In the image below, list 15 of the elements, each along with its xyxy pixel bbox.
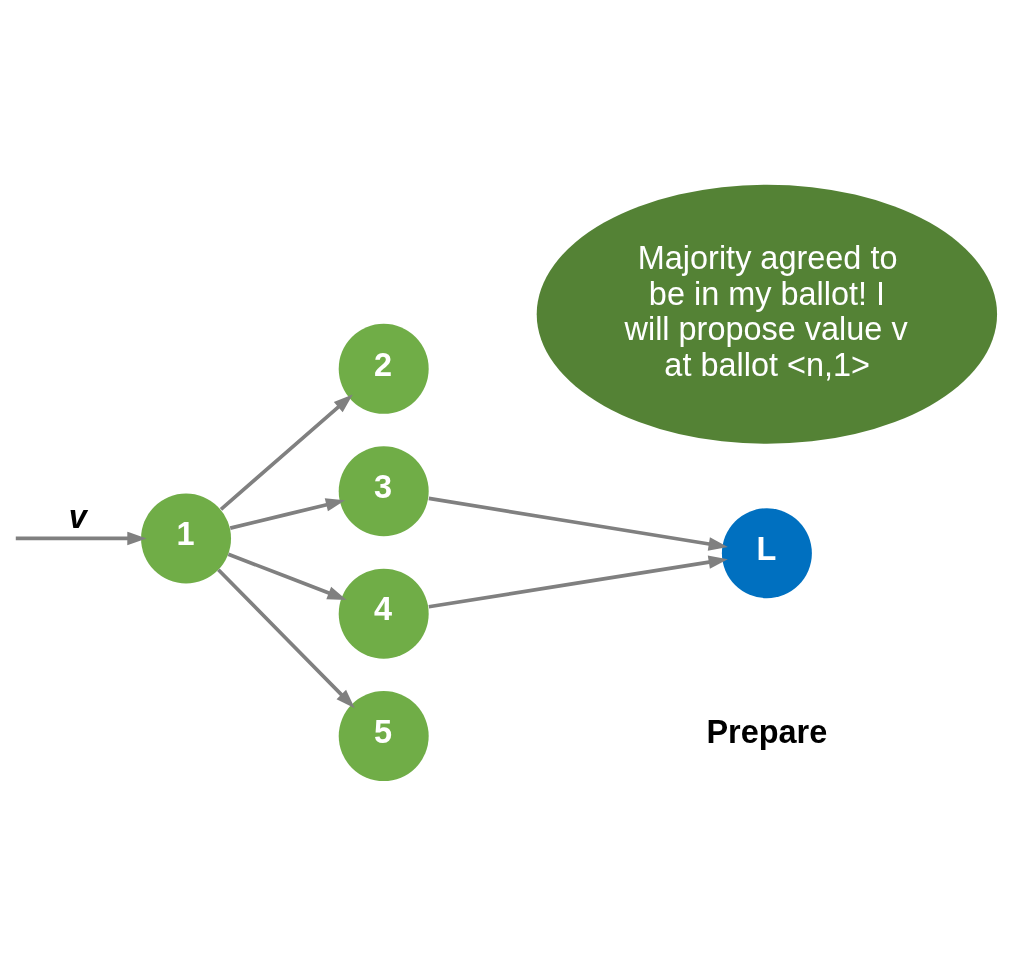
arrow	[227, 552, 347, 600]
arrow	[428, 555, 728, 609]
label: Prepare	[706, 713, 828, 750]
node-circle: 2	[338, 323, 429, 414]
arrow	[219, 394, 353, 511]
arrow	[15, 531, 147, 546]
arrow	[229, 498, 346, 530]
node-circle: L	[721, 508, 812, 599]
arrow	[217, 568, 355, 709]
node-circle: 3	[338, 446, 429, 537]
arrow	[428, 496, 728, 551]
node-circle: 4	[338, 568, 429, 659]
edge-label: v	[68, 498, 87, 535]
node-ellipse: Majority agreed to be in my ballot! I will propose value v at ballot <n,1>	[536, 184, 998, 444]
node-circle: 1	[141, 493, 232, 584]
